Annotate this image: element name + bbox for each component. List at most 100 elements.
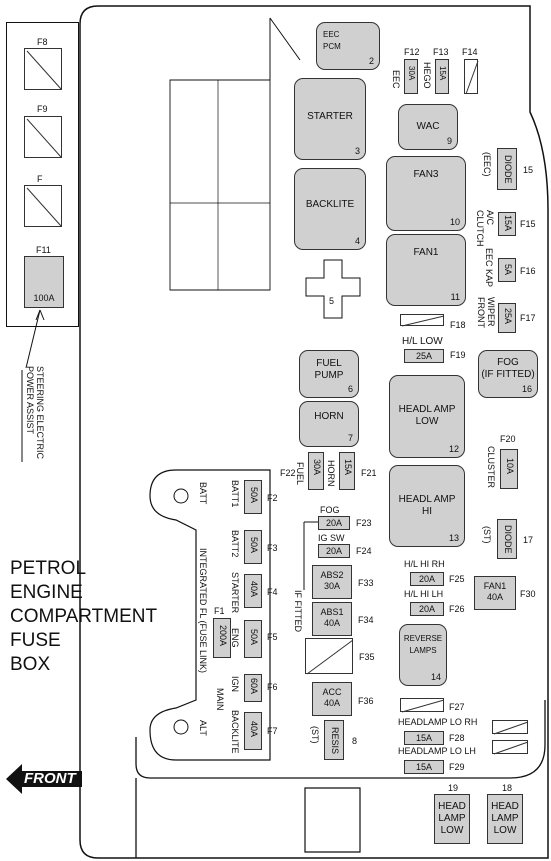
fuse-f23: 20A (318, 516, 350, 530)
fuse-f9 (24, 116, 62, 158)
front-arrow: FRONT (6, 762, 86, 796)
fuse-f36-value: ACC 40A (322, 687, 342, 708)
fuse-f27-id: F27 (449, 702, 465, 712)
fusible-link-f4-id: F4 (267, 587, 278, 597)
relay-resis-label: RESIS (330, 727, 340, 755)
fuse-f8 (24, 48, 62, 90)
relay-starter-label: STARTER (307, 111, 353, 122)
fusible-link-f5: 50A (244, 620, 262, 658)
fuse-f24-value: 20A (325, 546, 342, 556)
fusible-link-f2: 50A (244, 480, 262, 514)
fuse-f22: 30A (308, 452, 324, 490)
fusible-link-f7-value: 40A (249, 721, 259, 738)
relay-resis-num: 8 (352, 736, 358, 746)
fuse-f17-name: WIPER FRONT (476, 297, 496, 328)
fuse-f12-name: EEC (391, 70, 401, 89)
relay-reverse-num: 14 (430, 672, 441, 682)
integrated-fl-label: INTEGRATED FL (FUSE LINK) (198, 548, 208, 674)
fuse-f16-name: EEC KAP (484, 248, 494, 288)
relay-horn-label: HORN (314, 411, 344, 422)
diode-17: DIODE (497, 519, 517, 559)
fuse-f21: 15A (339, 452, 355, 490)
fuse-f28-id: F28 (449, 733, 465, 743)
fusible-link-f2-value: 50A (249, 487, 259, 504)
fuse-f25-value: 20A (418, 574, 435, 584)
fusible-link-f2-id: F2 (267, 493, 278, 503)
fusible-link-f5-name: ENG (230, 628, 240, 648)
fuse-f36: ACC 40A (312, 682, 352, 716)
fuse-f8-id: F8 (37, 37, 48, 47)
fusible-link-f4: 40A (244, 574, 262, 608)
fuse-f27 (400, 698, 445, 713)
fuse-f1-id: F1 (214, 606, 225, 616)
fuse-f11-id: F11 (36, 245, 51, 255)
fuse-f20-name: CLUSTER (486, 446, 496, 489)
fuse-f1: 200A (213, 618, 231, 658)
fuse-f12-value: 30A (407, 66, 416, 81)
relay-wac-label: WAC (416, 121, 440, 132)
fuse-f13-id: F13 (433, 47, 449, 57)
fuse-f18-id: F18 (450, 320, 466, 330)
if-fitted-label: IF FITTED (293, 590, 303, 632)
fuse-f20: 10A (500, 449, 518, 489)
fusible-link-f3: 50A (244, 530, 262, 564)
diode-15-side: (EEC) (482, 152, 492, 177)
title-line: BOX (10, 654, 51, 675)
relay-headl-low-num: 12 (448, 444, 459, 454)
relay-eec-pcm: EEC PCM 2 (316, 22, 380, 70)
fusible-link-f6: 60A (244, 674, 262, 702)
fuse-f29-name: HEADLAMP LO LH (398, 746, 476, 756)
relay-fan1-num: 11 (450, 292, 460, 302)
diode-15: DIODE (497, 148, 517, 190)
relay-resis-side: (ST) (310, 726, 320, 744)
fuse-f1-name: MAIN (215, 688, 225, 711)
relay-reverse-label: REVERSE LAMPS (403, 634, 443, 655)
fusible-link-f4-value: 40A (249, 581, 259, 598)
fuse-f19-value: 25A (415, 351, 432, 361)
diode-17-num: 17 (523, 535, 534, 545)
fuse-f22-value: 30A (312, 459, 322, 476)
fuse-f35 (305, 638, 354, 675)
fuse-f16-id: F16 (520, 266, 536, 276)
fuse-f15-value: 15A (503, 215, 513, 232)
fuse-f21-value: 15A (343, 459, 353, 476)
fuse-f30: FAN1 40A (474, 576, 516, 610)
relay-backlite-num: 4 (354, 236, 360, 246)
fuse-f13-name: HEGO (422, 62, 432, 89)
fuse-f12: 30A (404, 59, 418, 94)
fuse-f34: ABS1 40A (312, 602, 352, 636)
relay-center-num: 5 (329, 296, 335, 306)
fusible-link-f6-value: 60A (249, 678, 259, 695)
fuse-f21-name: HORN (326, 460, 336, 487)
relay-19-num: 19 (448, 783, 459, 793)
fuse-f23-value: 20A (325, 518, 342, 528)
diode-17-label: DIODE (503, 525, 513, 554)
relay-fuel-pump: FUEL PUMP 6 (299, 350, 359, 398)
fuse-f15: 15A (498, 212, 516, 236)
relay-headl-hi-num: 13 (448, 533, 459, 543)
fuse-f28-value: 15A (415, 733, 432, 743)
title-line: PETROL (10, 558, 87, 579)
relay-head-lamp-19-label: HEAD LAMP LOW (438, 801, 466, 836)
fuse-f25: 20A (410, 572, 444, 586)
relay-head-lamp-18: HEAD LAMP LOW (487, 794, 523, 844)
fusible-link-f7-name: BACKLITE (230, 710, 240, 754)
spare-fuse-a (492, 720, 529, 735)
relay-reverse: REVERSE LAMPS 14 (399, 624, 447, 686)
relay-head-lamp-18-label: HEAD LAMP LOW (491, 801, 519, 836)
fuse-f20-id: F20 (500, 434, 516, 444)
fusible-link-f6-name: IGN (230, 676, 240, 693)
fuse-f29-value: 15A (415, 762, 432, 772)
relay-backlite-label: BACKLITE (305, 199, 355, 210)
fusible-link-f7-id: F7 (267, 726, 278, 736)
fuse-f24: 20A (318, 544, 350, 558)
fuse-f19-id: F19 (450, 350, 466, 360)
fuse-f14-id: F14 (462, 47, 478, 57)
diode-15-num: 15 (523, 165, 534, 175)
fuse-f10-id: F (37, 174, 43, 184)
relay-fuel-pump-label: FUEL PUMP (314, 358, 344, 381)
fuse-f26: 20A (410, 602, 444, 616)
relay-horn-num: 7 (347, 433, 353, 443)
title-line: ENGINE (10, 582, 83, 603)
